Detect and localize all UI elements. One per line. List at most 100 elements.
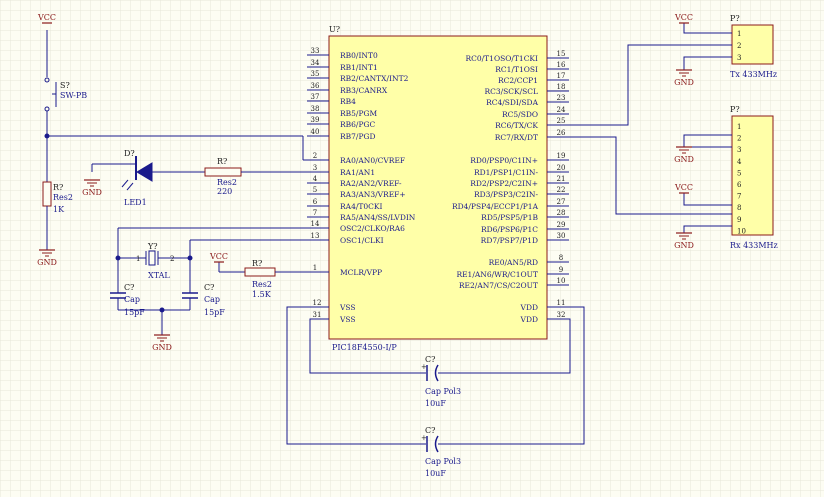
capacitor-pol-c4[interactable]: + xyxy=(421,434,439,453)
pin-name: RB5/PGM xyxy=(340,109,377,118)
pin-number: 6 xyxy=(313,198,318,206)
pin-name: RB6/PGC xyxy=(340,120,375,129)
gnd-tx: GND xyxy=(674,69,694,87)
tx-header[interactable]: P? 1 2 3 Tx 433MHz xyxy=(730,14,777,79)
pin-name: VDD xyxy=(520,303,538,312)
switch-designator: S? xyxy=(60,81,70,90)
gnd-led: GND xyxy=(82,179,102,197)
crystal-value: XTAL xyxy=(148,271,170,280)
cappol1-designator: C? xyxy=(425,355,435,364)
pin-name: RD4/PSP4/ECCP1/P1A xyxy=(452,202,539,211)
pin-name: RB3/CANRX xyxy=(340,86,388,95)
pin-number: 18 xyxy=(557,83,566,91)
pin-number: 37 xyxy=(311,93,320,101)
pin-name: RC3/SCK/SCL xyxy=(484,87,538,96)
pin-number: 21 xyxy=(557,175,566,183)
rx-pin-8: 8 xyxy=(737,204,741,212)
tx-wiring xyxy=(547,23,732,126)
pin-number: 2 xyxy=(313,152,317,160)
pin-number: 19 xyxy=(557,152,566,160)
led-d1[interactable] xyxy=(91,156,205,191)
pin-number: 11 xyxy=(557,299,566,307)
pin-name: RA3/AN3/VREF+ xyxy=(340,190,406,199)
capacitor-c1[interactable] xyxy=(110,292,190,311)
switch-sw1[interactable] xyxy=(44,30,329,182)
pin-name: MCLR/VPP xyxy=(340,268,382,277)
rx-pin-1: 1 xyxy=(737,123,741,131)
pin-name: RD2/PSP2/C2IN+ xyxy=(470,179,538,188)
pin-name: RD6/PSP6/P1C xyxy=(481,225,538,234)
mcu-designator: U? xyxy=(329,25,340,34)
pin-name: OSC1/CLKI xyxy=(340,236,384,245)
svg-text:GND: GND xyxy=(674,241,694,250)
gnd-rx-top: GND xyxy=(674,146,694,164)
cap1-value: 15pF xyxy=(124,308,145,317)
pin-name: RC0/T1OSO/T1CKI xyxy=(466,54,539,63)
resistor-pullup[interactable] xyxy=(42,181,52,250)
svg-text:GND: GND xyxy=(674,78,694,87)
pin-number: 20 xyxy=(557,164,566,172)
svg-text:VCC: VCC xyxy=(674,13,693,22)
tx-designator: P? xyxy=(730,14,740,23)
pin-name: RD3/PSP3/C2IN- xyxy=(474,190,539,199)
pin-number: 7 xyxy=(313,209,317,217)
pin-number: 34 xyxy=(311,59,320,67)
resistor-mclr[interactable] xyxy=(218,262,329,277)
capacitor-c2[interactable] xyxy=(159,292,198,335)
pullup-type: Res2 xyxy=(53,193,73,202)
pin-name: RD1/PSP1/C1IN- xyxy=(474,168,539,177)
svg-text:GND: GND xyxy=(82,188,102,197)
pin-number: 36 xyxy=(311,82,320,90)
pin-name: OSC2/CLKO/RA6 xyxy=(340,224,405,233)
resistor-led[interactable] xyxy=(204,167,329,177)
pin-name: RC2/CCP1 xyxy=(498,76,538,85)
pin-number: 4 xyxy=(313,175,318,183)
cap1-type: Cap xyxy=(124,295,140,304)
mcu-part-number: PIC18F4550-I/P xyxy=(332,343,397,352)
pin-number: 27 xyxy=(557,198,566,206)
cappol2-type: Cap Pol3 xyxy=(425,457,461,466)
tx-pin-3: 3 xyxy=(737,54,741,62)
pin-number: 25 xyxy=(557,117,566,125)
crystal-y1[interactable] xyxy=(115,227,329,293)
pin-number: 17 xyxy=(557,72,566,80)
rx-pin-9: 9 xyxy=(737,216,741,224)
capacitor-pol-c3[interactable]: + xyxy=(421,363,439,382)
